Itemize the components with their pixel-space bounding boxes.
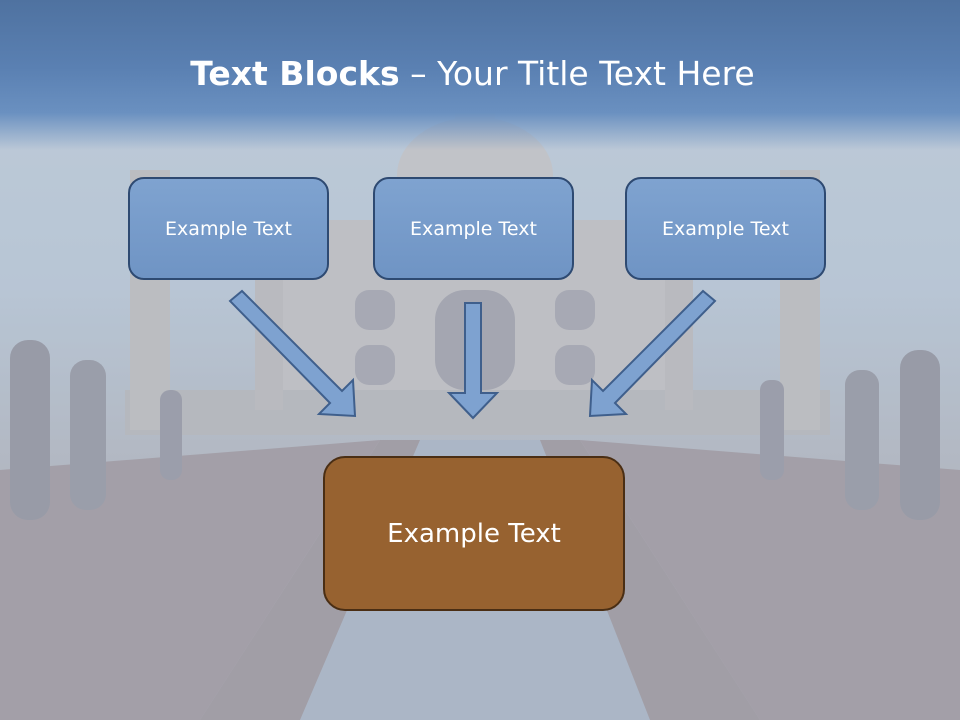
arrow-left-diagonal — [228, 289, 357, 418]
text-block-bottom[interactable]: Example Text — [323, 456, 625, 611]
arrow-center-down — [446, 302, 500, 420]
title-bold-part: Text Blocks — [190, 54, 400, 93]
text-block-top-left-label: Example Text — [165, 217, 292, 240]
text-block-bottom-label: Example Text — [387, 518, 561, 549]
text-block-top-center-label: Example Text — [410, 217, 537, 240]
title-dash: – — [399, 54, 438, 93]
slide-title[interactable]: Text Blocks – Your Title Text Here — [0, 54, 945, 93]
text-block-top-center[interactable]: Example Text — [373, 177, 574, 280]
text-block-top-left[interactable]: Example Text — [128, 177, 329, 280]
title-rest-part: Your Title Text Here — [437, 54, 755, 93]
text-block-top-right[interactable]: Example Text — [625, 177, 826, 280]
text-block-top-right-label: Example Text — [662, 217, 789, 240]
arrow-right-diagonal — [588, 289, 717, 418]
title-band — [0, 0, 960, 150]
